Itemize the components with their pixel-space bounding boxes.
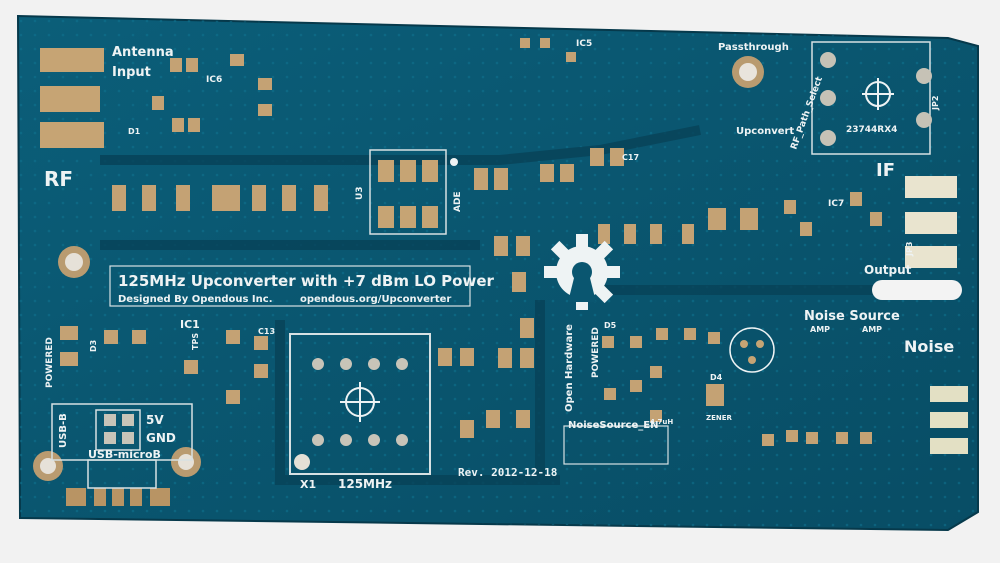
usb-header-pads [104,414,134,444]
noise-output-pads [930,386,968,454]
trace-channels [100,125,880,485]
relay-part-label: 23744RX4 [846,125,897,135]
passthrough-label: Passthrough [718,42,789,53]
ade-label: ADE [453,191,463,212]
if-output-pads [905,176,957,268]
noise-source-label: Noise Source [804,309,900,324]
mounting-holes [33,56,764,481]
slot-cutout [872,280,962,300]
c13-label: C13 [258,327,275,336]
if-label: IF [876,160,895,181]
ic5-label: IC5 [576,39,592,49]
c17-label: C17 [622,153,639,162]
ic1-label: IC1 [180,318,200,331]
jp2-label: JP2 [931,96,940,111]
project-url: opendous.org/Upconverter [300,294,451,305]
oscillator-ref: X1 [300,478,316,491]
d5-label: D5 [604,321,617,330]
relay-footprint [811,41,932,155]
input-label: Input [112,65,151,80]
revision-label: Rev. 2012-12-18 [458,466,557,479]
title-box [109,265,471,307]
ic6-label: IC6 [206,75,222,85]
noise-label: Noise [904,337,954,356]
usb-b-label: USB-B [58,413,69,448]
usb-outline [51,403,193,489]
designer-credit: Designed By Opendous Inc. [118,294,273,305]
amp-label-1: AMP [810,325,830,334]
noise-source-en-box [563,425,669,465]
zener-label: ZENER [706,414,732,422]
inductor-value-label: 4.7uH [650,418,673,426]
mixer-u3 [369,149,458,235]
open-hardware-gear-icon [544,234,620,310]
d1-label: D1 [128,127,141,136]
usb-micro-label: USB-microB [88,448,161,461]
oscillator-x1 [289,333,431,475]
powered-label-left: POWERED [45,337,55,388]
rf-connector-pads [40,48,104,148]
upconvert-label: Upconvert [736,126,794,137]
smd-component-pads [60,38,882,446]
label-5v: 5V [146,413,164,427]
u3-label: U3 [355,186,365,200]
amp-label-2: AMP [862,325,882,334]
tps-label: TPS [191,333,200,350]
board-title: 125MHz Upconverter with +7 dBm LO Power [118,272,494,290]
ic7-label: IC7 [828,199,844,209]
d3-label: D3 [89,340,98,352]
usb-pads [66,488,170,506]
oscillator-label: 125MHz [338,477,392,491]
transistor-footprint [729,327,775,373]
d4-label: D4 [710,373,723,382]
open-hardware-label: Open Hardware [564,324,575,412]
jp3-label: JP3 [905,242,914,257]
output-label: Output [864,263,912,277]
powered-label-noise: POWERED [591,327,601,378]
rf-label: RF [44,167,73,191]
antenna-label: Antenna [112,45,174,60]
label-gnd: GND [146,431,176,445]
noise-source-en-label: NoiseSource_EN [568,420,658,431]
